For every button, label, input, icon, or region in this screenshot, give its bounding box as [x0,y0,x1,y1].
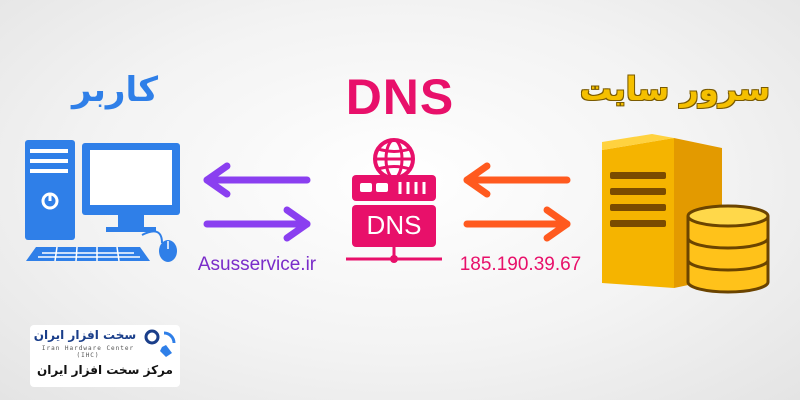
logo-name-fa: سخت افزار ایران [33,328,137,342]
logo-tagline-fa: مرکز سخت افزار ایران [37,363,173,377]
request-response-arrows-right [463,162,571,242]
wrench-gear-icon [144,329,176,357]
dns-title: DNS [345,69,455,125]
server-title: سرور سایت [579,70,771,108]
server-database-icon [602,134,770,294]
ip-address-label: 185.190.39.67 [459,254,582,275]
domain-label: Asusservice.ir [197,254,317,275]
logo-name-en: Iran Hardware Center (IHC) [41,345,135,359]
dns-badge-text: DNS [366,210,422,240]
dns-server-globe-icon [346,138,442,263]
request-response-arrows-left [203,162,311,242]
company-logo: سخت افزار ایران Iran Hardware Center (IH… [30,325,180,387]
desktop-computer-icon [25,140,180,262]
user-title: کاربر [71,70,159,110]
